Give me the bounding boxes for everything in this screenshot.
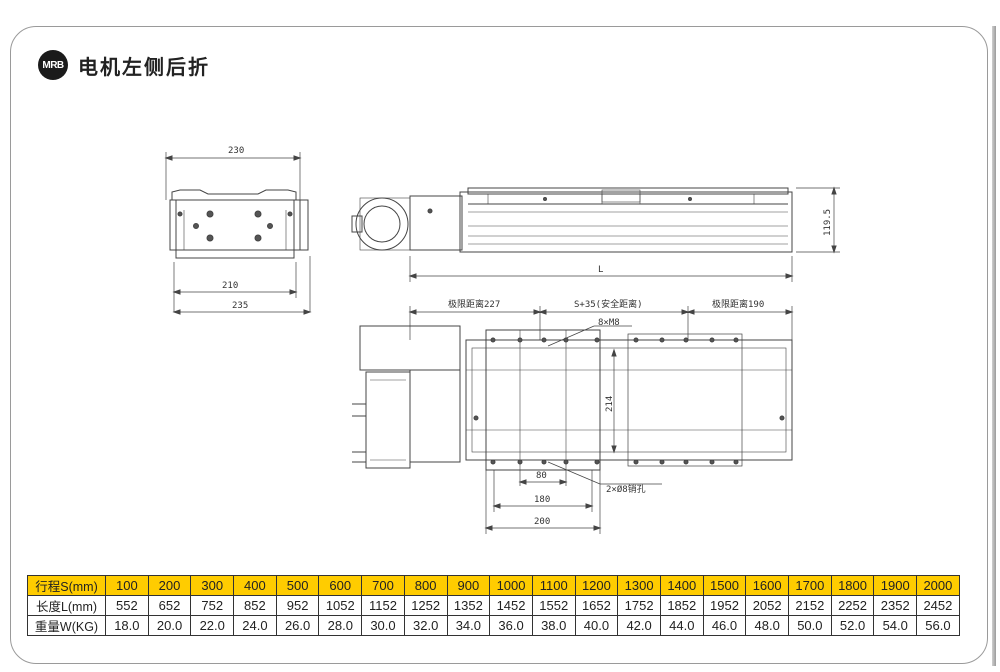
table-cell: 1452 <box>489 595 533 616</box>
table-cell: 552 <box>105 595 149 616</box>
end-view: 230 210 235 <box>164 146 312 315</box>
table-cell: 1352 <box>446 595 491 616</box>
table-cell: 40.0 <box>574 615 619 636</box>
table-cell: 2452 <box>916 595 960 616</box>
table-cell: 1700 <box>788 575 832 596</box>
dim-end-width: 230 <box>228 146 244 156</box>
table-cell: 24.0 <box>233 615 277 636</box>
table-cell: 1300 <box>617 575 661 596</box>
table-cell: 1100 <box>531 575 576 596</box>
table-cell: 54.0 <box>873 615 918 636</box>
dim-width: 214 <box>605 396 615 412</box>
table-cell: 700 <box>361 575 405 596</box>
table-cell: 32.0 <box>403 615 448 636</box>
table-cell: 38.0 <box>531 615 576 636</box>
row-label: 行程S(mm) <box>27 575 106 596</box>
dim-height: 119.5 <box>823 209 833 236</box>
table-cell: 1500 <box>702 575 747 596</box>
dim-80: 80 <box>536 471 547 481</box>
dim-end-inner: 210 <box>222 281 238 291</box>
side-view: L 119.5 <box>351 186 840 282</box>
table-cell: 1000 <box>489 575 533 596</box>
table-cell: 500 <box>275 575 320 596</box>
row-label: 长度L(mm) <box>27 595 106 616</box>
table-cell: 1252 <box>403 595 448 616</box>
table-cell: 1152 <box>361 595 405 616</box>
table-cell: 800 <box>403 575 448 596</box>
table-cell: 300 <box>190 575 235 596</box>
table-cell: 600 <box>318 575 363 596</box>
table-cell: 2252 <box>830 595 875 616</box>
table-cell: 1552 <box>531 595 576 616</box>
table-cell: 2152 <box>788 595 832 616</box>
table-cell: 400 <box>233 575 277 596</box>
table-cell: 30.0 <box>361 615 405 636</box>
row-label: 重量W(KG) <box>27 615 106 636</box>
dim-end-outer: 235 <box>232 301 248 311</box>
table-cell: 952 <box>275 595 320 616</box>
table-cell: 22.0 <box>190 615 235 636</box>
table-cell: 200 <box>147 575 192 596</box>
table-cell: 652 <box>147 595 192 616</box>
note-holes: 8×M8 <box>598 318 620 328</box>
table-cell: 34.0 <box>446 615 491 636</box>
dim-200: 200 <box>534 517 550 527</box>
top-view: 极限距离227 S+35(安全距离) 极限距离190 <box>352 298 794 534</box>
table-cell: 100 <box>105 575 149 596</box>
table-cell: 44.0 <box>659 615 704 636</box>
table-cell: 2352 <box>873 595 918 616</box>
table-cell: 900 <box>446 575 491 596</box>
table-cell: 36.0 <box>489 615 533 636</box>
section-header: MRB 电机左侧后折 <box>38 50 210 80</box>
table-cell: 1652 <box>574 595 619 616</box>
dim-limit-left: 极限距离227 <box>448 298 500 310</box>
table-cell: 1952 <box>702 595 747 616</box>
dim-limit-right: 极限距离190 <box>712 298 764 310</box>
note-pin-holes: 2×Ø8销孔 <box>606 483 646 495</box>
table-cell: 28.0 <box>318 615 363 636</box>
table-cell: 1800 <box>830 575 875 596</box>
table-cell: 752 <box>190 595 235 616</box>
table-cell: 52.0 <box>830 615 875 636</box>
table-cell: 46.0 <box>702 615 747 636</box>
dim-length: L <box>598 265 603 275</box>
table-cell: 26.0 <box>275 615 320 636</box>
table-cell: 48.0 <box>745 615 789 636</box>
table-cell: 852 <box>233 595 277 616</box>
table-cell: 2052 <box>745 595 789 616</box>
table-cell: 1852 <box>659 595 704 616</box>
table-cell: 1200 <box>574 575 619 596</box>
table-cell: 56.0 <box>916 615 960 636</box>
table-cell: 1400 <box>659 575 704 596</box>
table-cell: 50.0 <box>788 615 832 636</box>
table-cell: 42.0 <box>617 615 661 636</box>
table-cell: 1600 <box>745 575 789 596</box>
dim-safety: S+35(安全距离) <box>574 298 643 310</box>
table-cell: 1900 <box>873 575 918 596</box>
content-card <box>10 26 988 664</box>
brand-logo: MRB <box>38 50 68 80</box>
table-cell: 18.0 <box>105 615 149 636</box>
table-cell: 1752 <box>617 595 661 616</box>
table-cell: 2000 <box>916 575 960 596</box>
section-title: 电机左侧后折 <box>78 54 210 79</box>
table-cell: 1052 <box>318 595 363 616</box>
dim-180: 180 <box>534 495 550 505</box>
right-edge-rule <box>992 26 996 666</box>
table-cell: 20.0 <box>147 615 192 636</box>
